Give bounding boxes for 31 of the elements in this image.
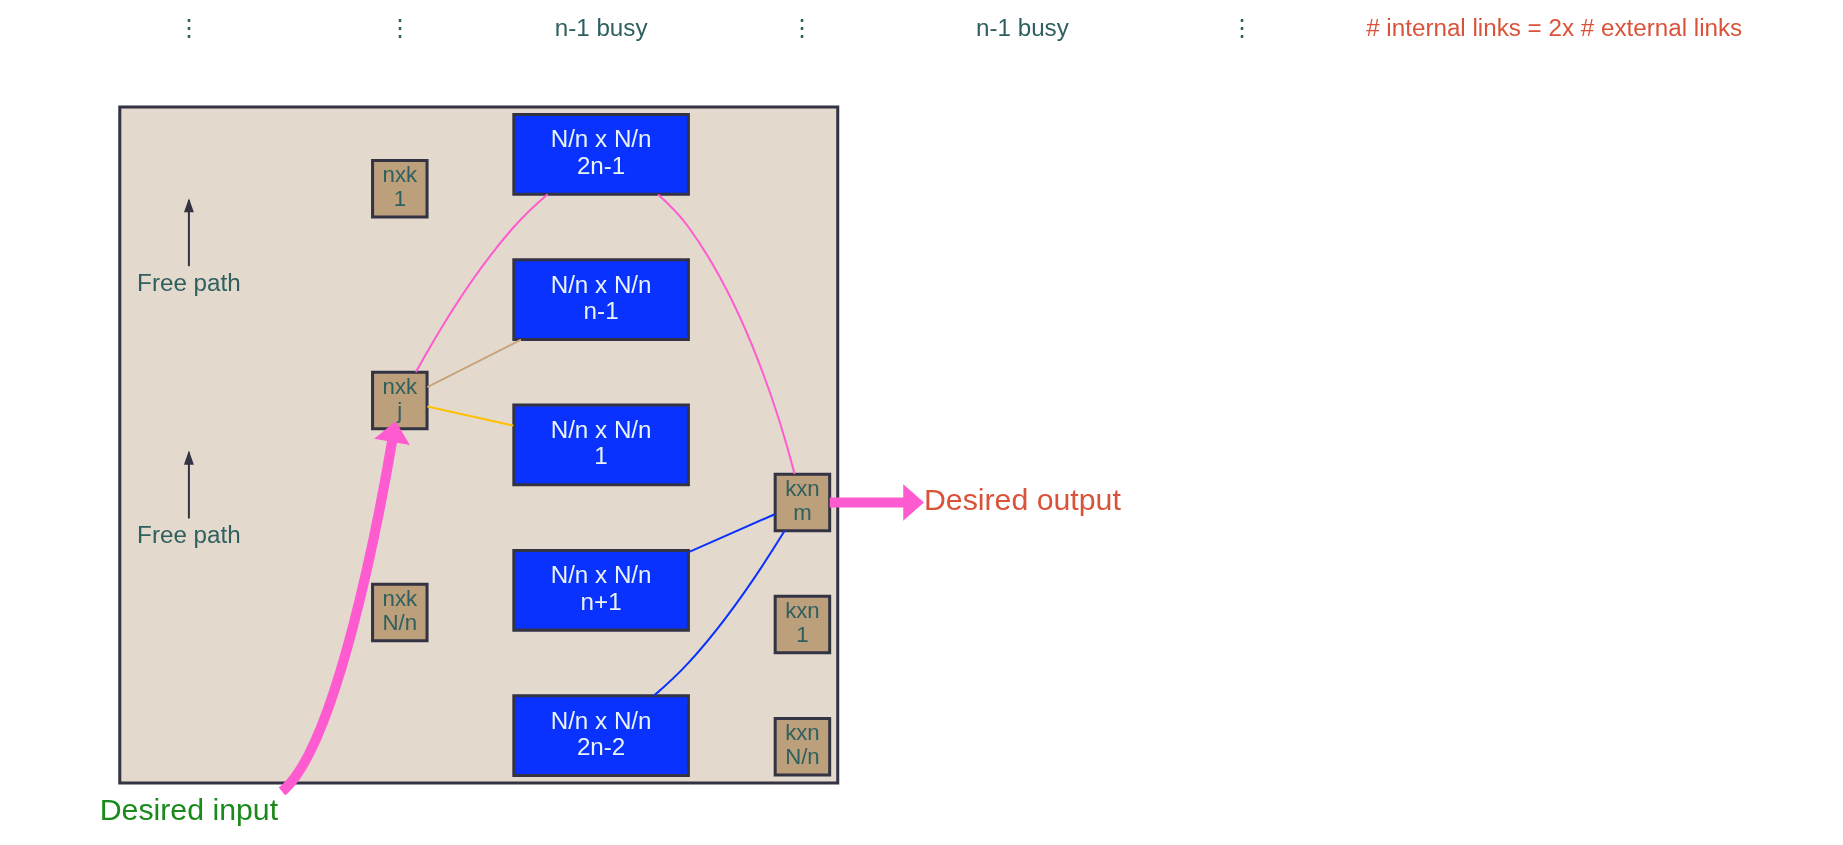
connector: [414, 193, 548, 373]
node-text: Desired output: [923, 483, 1121, 517]
label: ⋮: [387, 14, 412, 42]
node-box: N/n x N/n n+1: [511, 548, 690, 632]
node-text: Desired input: [99, 792, 278, 826]
cluster: [117, 105, 839, 785]
node-box: N/n x N/n 1: [511, 403, 690, 487]
label: ⋮: [1229, 14, 1254, 42]
label: n-1 busy: [975, 14, 1069, 42]
connector: [687, 513, 775, 554]
node-box: nxk j: [370, 370, 429, 431]
node-box: N/n x N/n 2n-1: [511, 112, 690, 196]
node-box: kxn 1: [773, 594, 831, 655]
node-text: Free path: [136, 268, 241, 296]
connector: [653, 530, 785, 697]
node-text: Free path: [136, 521, 241, 549]
node-box: kxn N/n: [773, 716, 831, 777]
arrow: [829, 484, 924, 521]
node-box: kxn m: [773, 472, 831, 533]
label: # internal links = 2x # external links: [1365, 14, 1742, 42]
label: n-1 busy: [554, 14, 648, 42]
node-box: N/n x N/n n-1: [511, 258, 690, 341]
label: ⋮: [176, 14, 201, 42]
node-box: N/n x N/n 2n-2: [511, 694, 690, 777]
node-box: nxk N/n: [370, 582, 429, 643]
label: ⋮: [789, 14, 814, 42]
node-box: nxk 1: [370, 158, 429, 219]
arrow: [278, 421, 410, 796]
connector: [656, 193, 796, 475]
connector: [426, 405, 514, 427]
connector: [426, 338, 521, 389]
